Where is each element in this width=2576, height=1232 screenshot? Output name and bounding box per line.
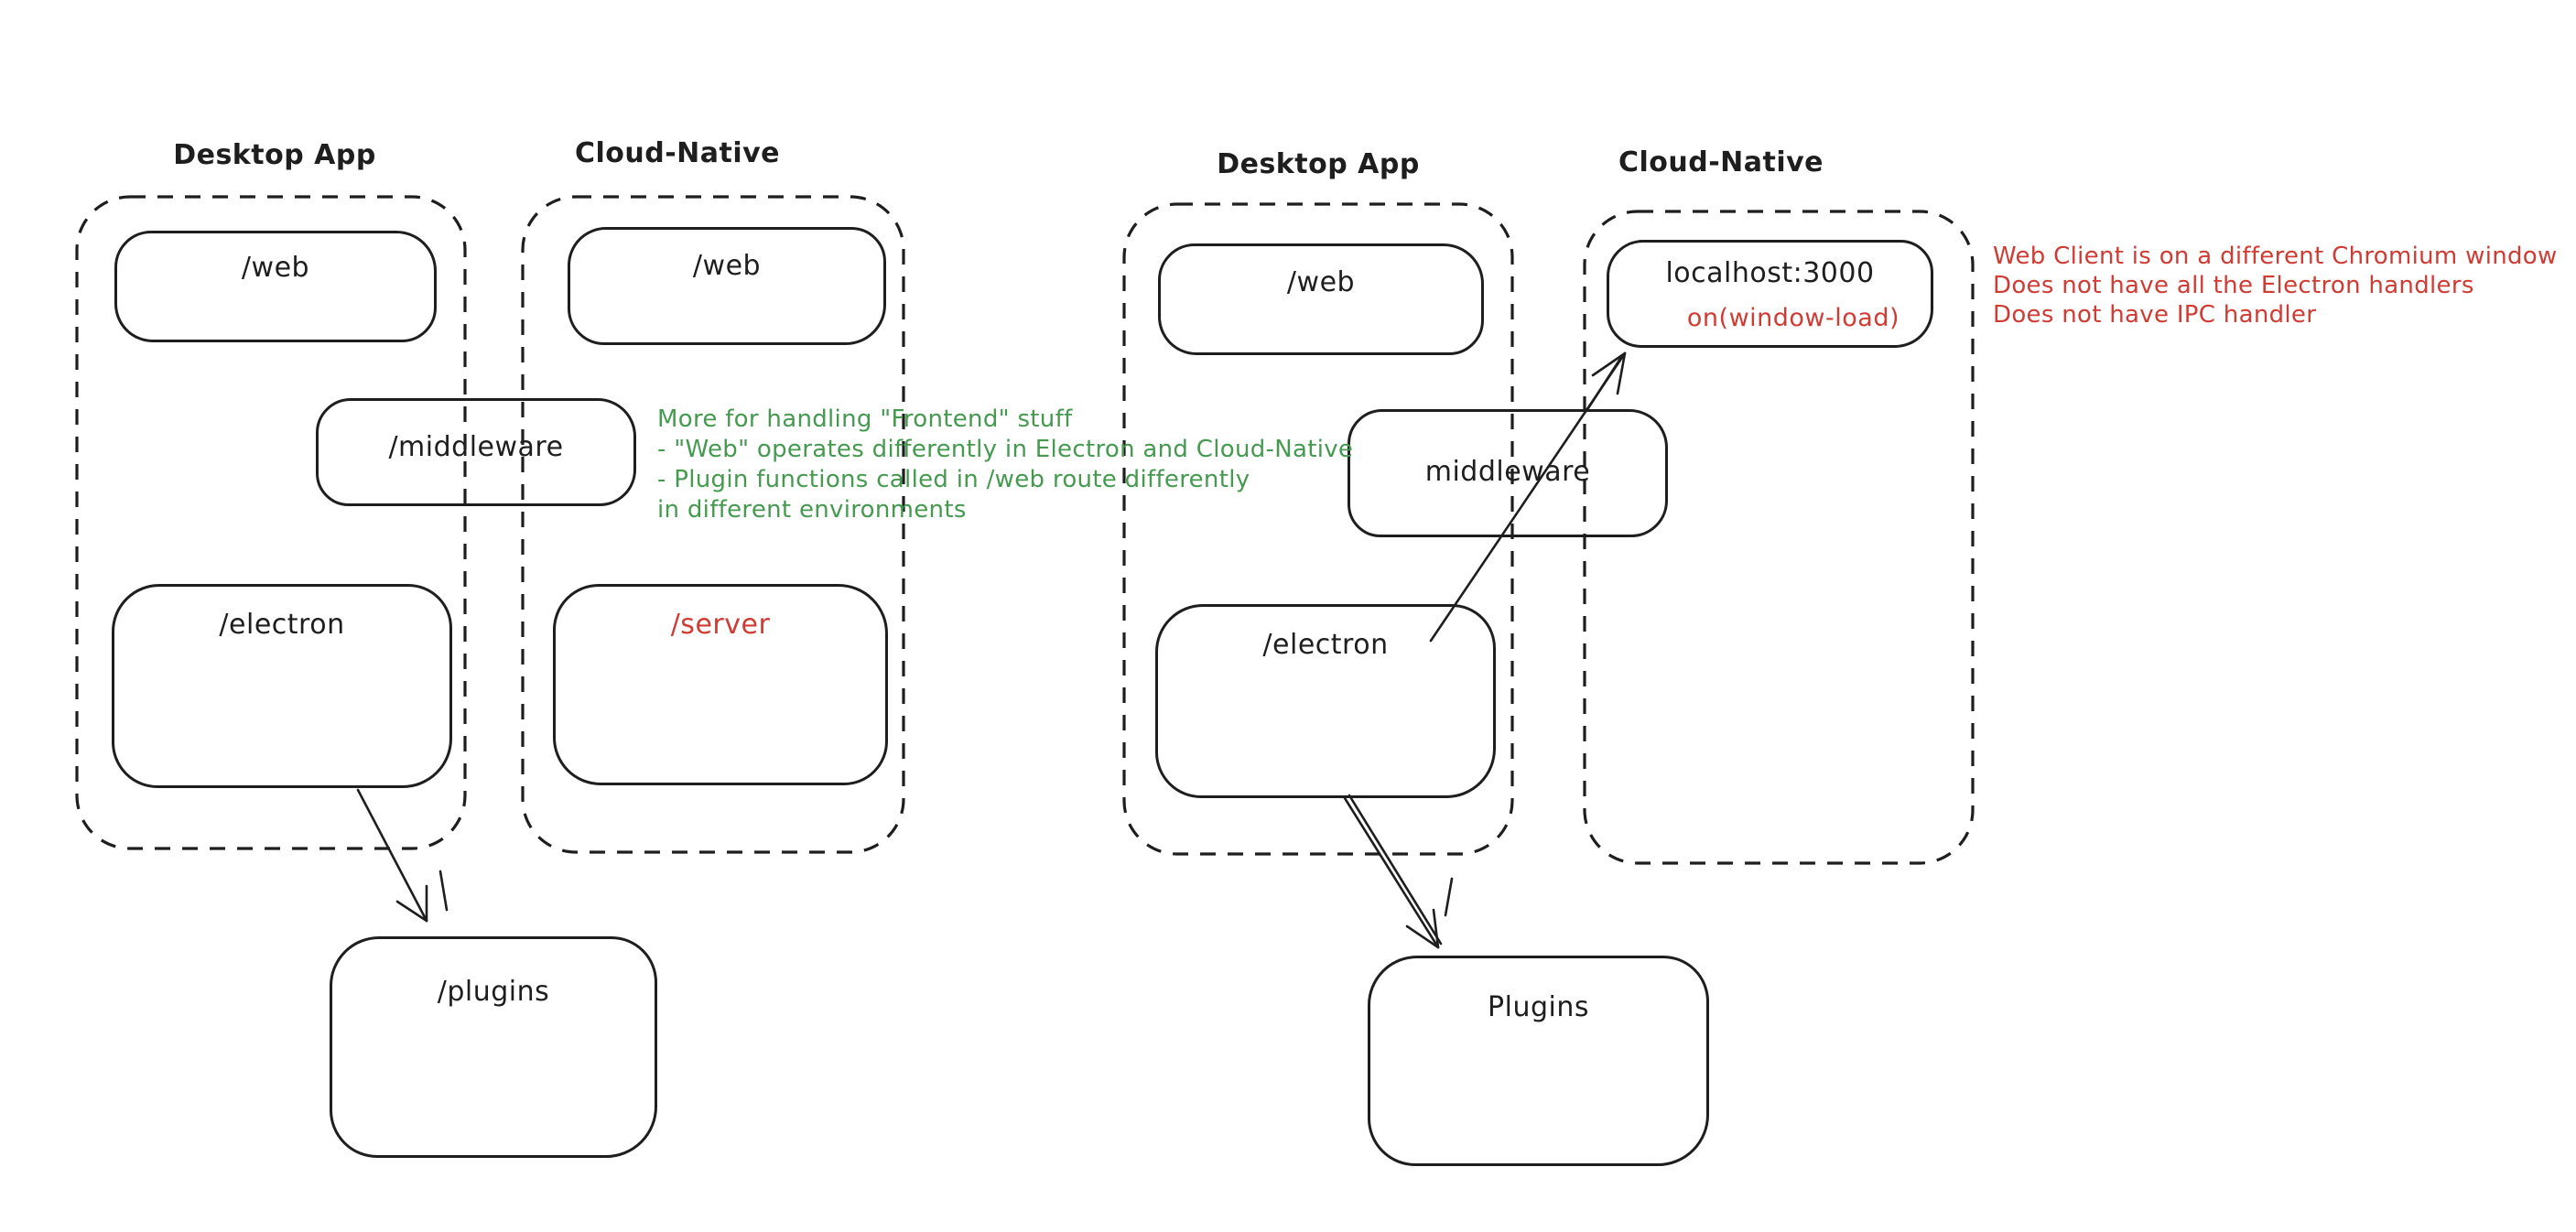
node-label: /web	[241, 252, 310, 284]
arrow-right-electron-to-localhost	[1429, 351, 1627, 643]
left-plugins-node: /plugins	[330, 936, 657, 1158]
annotation-line: More for handling "Frontend" stuff	[657, 405, 1073, 433]
left-server-node: /server	[553, 584, 888, 785]
right-electron-node: /electron	[1155, 604, 1496, 798]
right-localhost-node: localhost:3000 on(window-load)	[1607, 240, 1933, 348]
arrow-left-electron-to-plugins	[356, 788, 449, 923]
right-cloud-container	[1583, 210, 1975, 865]
right-plugins-node: Plugins	[1368, 956, 1709, 1166]
annotation-line: Does not have all the Electron handlers	[1993, 272, 2474, 299]
left-middleware-node: /middleware	[316, 398, 636, 506]
annotation-line: Does not have IPC handler	[1993, 301, 2317, 329]
node-label: middleware	[1424, 456, 1591, 488]
left-web-cloud-node: /web	[568, 227, 886, 345]
node-label: /server	[670, 609, 771, 641]
arrow-right-electron-to-plugins	[1343, 794, 1454, 949]
annotation-line: - Plugin functions called in /web route …	[657, 466, 1250, 493]
node-label: localhost:3000	[1665, 257, 1875, 289]
node-label: /web	[692, 250, 762, 282]
right-red-annotation: Web Client is on a different Chromium wi…	[1993, 242, 2558, 330]
left-green-annotation: More for handling "Frontend" stuff - "We…	[657, 405, 1353, 525]
node-label: /middleware	[388, 431, 564, 463]
left-cloud-native-label: Cloud-Native	[574, 137, 781, 169]
right-middleware-node: middleware	[1348, 409, 1668, 537]
annotation-line: - "Web" operates differently in Electron…	[657, 436, 1354, 463]
left-electron-node: /electron	[112, 584, 452, 788]
window-load-label: on(window-load)	[1686, 304, 1900, 332]
right-cloud-native-label: Cloud-Native	[1618, 146, 1824, 178]
node-label: /plugins	[437, 976, 550, 1008]
right-desktop-container	[1122, 202, 1514, 856]
node-label: /web	[1286, 266, 1356, 298]
left-desktop-container	[75, 195, 467, 850]
left-cloud-container	[521, 195, 905, 854]
node-label: /electron	[219, 609, 345, 641]
node-label: /electron	[1262, 629, 1389, 661]
annotation-line: in different environments	[657, 496, 967, 524]
node-label: Plugins	[1488, 991, 1589, 1023]
annotation-line: Web Client is on a different Chromium wi…	[1993, 243, 2558, 270]
right-desktop-app-label: Desktop App	[1217, 148, 1420, 180]
left-web-desktop-node: /web	[114, 231, 437, 342]
right-web-desktop-node: /web	[1158, 243, 1484, 355]
left-desktop-app-label: Desktop App	[173, 139, 376, 171]
